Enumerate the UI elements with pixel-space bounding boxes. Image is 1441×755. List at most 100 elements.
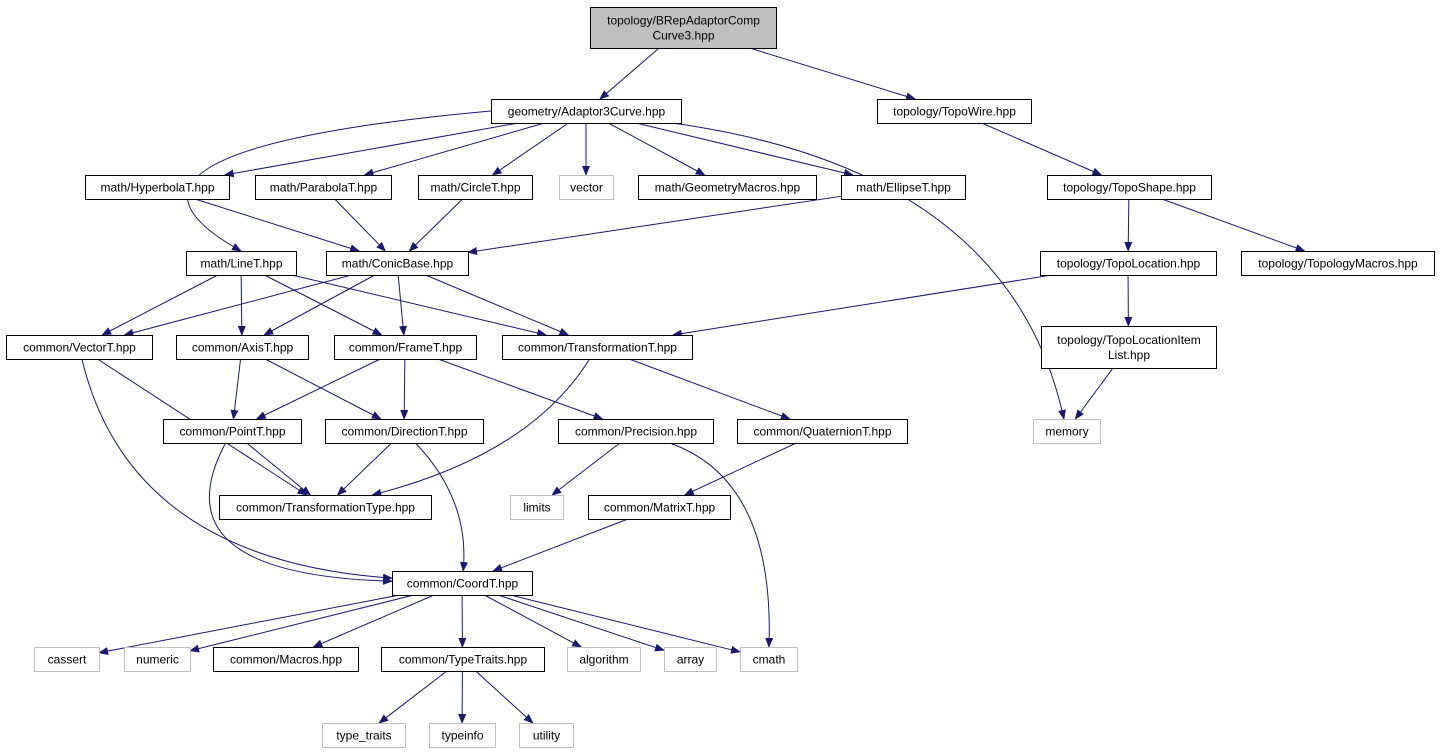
node-label: topology/TopoLocation.hpp <box>1057 257 1201 271</box>
node-box <box>1041 326 1217 369</box>
node-transformationt[interactable]: common/TransformationT.hpp <box>502 335 693 360</box>
edge-vectort-to-coordt <box>81 358 393 582</box>
edge-root-to-adaptor3curve <box>599 47 660 100</box>
edge-adaptor3curve-to-hyperbola <box>223 122 519 178</box>
node-label: List.hpp <box>1108 348 1150 362</box>
edge-root-to-topowire <box>749 47 917 101</box>
node-box <box>322 723 406 748</box>
node-label: vector <box>570 181 603 195</box>
edge-axist-to-pointt <box>230 358 242 420</box>
node-box <box>85 175 230 200</box>
node-label: common/DirectionT.hpp <box>341 425 467 439</box>
edge-line-to-vectort <box>101 274 219 336</box>
node-limits: limits <box>510 495 564 520</box>
node-box <box>381 647 545 672</box>
edge-axist-to-directiont <box>264 358 382 420</box>
node-label: common/VectorT.hpp <box>23 341 136 355</box>
edge-adaptor3curve-to-parabola <box>363 122 545 177</box>
edge-coordt-to-macros <box>312 594 435 648</box>
node-vectort[interactable]: common/VectorT.hpp <box>6 335 153 360</box>
node-box <box>510 495 564 520</box>
node-matrixt[interactable]: common/MatrixT.hpp <box>588 495 731 520</box>
node-line[interactable]: math/LineT.hpp <box>186 251 297 276</box>
edge-line-to-axist <box>237 274 246 336</box>
edge-precision-to-limits <box>551 442 621 496</box>
node-box <box>841 175 966 200</box>
node-topologymacros[interactable]: topology/TopologyMacros.hpp <box>1241 251 1435 276</box>
node-directiont[interactable]: common/DirectionT.hpp <box>325 419 484 444</box>
node-label: math/GeometryMacros.hpp <box>655 181 801 195</box>
node-axist[interactable]: common/AxisT.hpp <box>176 335 309 360</box>
node-label: common/AxisT.hpp <box>192 341 294 355</box>
node-macros[interactable]: common/Macros.hpp <box>213 647 359 672</box>
node-box <box>6 335 153 360</box>
edge-framet-to-precision <box>437 358 604 420</box>
node-pointt[interactable]: common/PointT.hpp <box>163 419 302 444</box>
node-label: array <box>677 653 704 667</box>
node-box <box>1033 419 1101 444</box>
node-label: geometry/Adaptor3Curve.hpp <box>508 105 666 119</box>
node-label: common/MatrixT.hpp <box>604 501 716 515</box>
node-box <box>34 647 100 672</box>
node-box <box>588 495 731 520</box>
node-box <box>567 647 641 672</box>
node-label: topology/TopoShape.hpp <box>1063 181 1196 195</box>
node-label: math/ConicBase.hpp <box>342 257 454 271</box>
node-box <box>1241 251 1435 276</box>
node-label: math/HyperbolaT.hpp <box>100 181 214 195</box>
edge-adaptor3curve-to-geommacros <box>608 122 706 176</box>
node-framet[interactable]: common/FrameT.hpp <box>334 335 477 360</box>
node-box <box>737 419 908 444</box>
node-box <box>740 647 798 672</box>
node-label: numeric <box>136 653 179 667</box>
node-coordt[interactable]: common/CoordT.hpp <box>392 571 533 596</box>
edge-typetraitshpp-to-type-traits <box>378 670 448 724</box>
edge-adaptor3curve-to-circle <box>491 122 569 176</box>
node-box <box>638 175 817 200</box>
node-topshape[interactable]: topology/TopoShape.hpp <box>1047 175 1212 200</box>
node-precision[interactable]: common/Precision.hpp <box>558 419 714 444</box>
node-conicbase[interactable]: math/ConicBase.hpp <box>326 251 469 276</box>
node-transformationtype[interactable]: common/TransformationType.hpp <box>219 495 432 520</box>
node-box <box>877 99 1032 124</box>
node-label: memory <box>1045 425 1088 439</box>
node-box <box>176 335 309 360</box>
node-cmath: cmath <box>740 647 798 672</box>
edge-line-to-transformationt <box>291 274 548 337</box>
node-label: common/FrameT.hpp <box>349 341 463 355</box>
node-circle[interactable]: math/CircleT.hpp <box>418 175 533 200</box>
edge-coordt-to-array <box>497 594 665 652</box>
node-box <box>1047 175 1212 200</box>
node-topolocation[interactable]: topology/TopoLocation.hpp <box>1040 251 1217 276</box>
node-cassert: cassert <box>34 647 100 672</box>
node-label: math/LineT.hpp <box>200 257 282 271</box>
edge-topolocation-to-transformationt <box>671 274 1053 338</box>
node-box <box>219 495 432 520</box>
node-topowire[interactable]: topology/TopoWire.hpp <box>877 99 1032 124</box>
node-geommacros[interactable]: math/GeometryMacros.hpp <box>638 175 817 200</box>
edge-conicbase-to-axist <box>263 274 376 336</box>
node-box <box>664 647 717 672</box>
node-label: common/TransformationType.hpp <box>236 501 415 515</box>
edge-topolocitemlist-to-memory <box>1074 367 1114 420</box>
node-typeinfo: typeinfo <box>429 723 496 748</box>
node-quaterniont[interactable]: common/QuaternionT.hpp <box>737 419 908 444</box>
edge-parabola-to-conicbase <box>334 198 387 252</box>
node-label: typeinfo <box>441 729 483 743</box>
edge-directiont-to-transformationtype <box>336 442 392 496</box>
node-parabola[interactable]: math/ParabolaT.hpp <box>255 175 392 200</box>
edge-coordt-to-cmath <box>510 594 741 654</box>
node-algorithm: algorithm <box>567 647 641 672</box>
node-ellipse[interactable]: math/EllipseT.hpp <box>841 175 966 200</box>
node-hyperbola[interactable]: math/HyperbolaT.hpp <box>85 175 230 200</box>
node-typetraitshpp[interactable]: common/TypeTraits.hpp <box>381 647 545 672</box>
edge-adaptor3curve-to-line <box>187 110 492 252</box>
node-label: algorithm <box>579 653 628 667</box>
node-adaptor3curve[interactable]: geometry/Adaptor3Curve.hpp <box>491 99 682 124</box>
edge-adaptor3curve-to-ellipse <box>635 122 854 177</box>
edge-matrixt-to-coordt <box>492 518 629 572</box>
node-box <box>519 723 574 748</box>
